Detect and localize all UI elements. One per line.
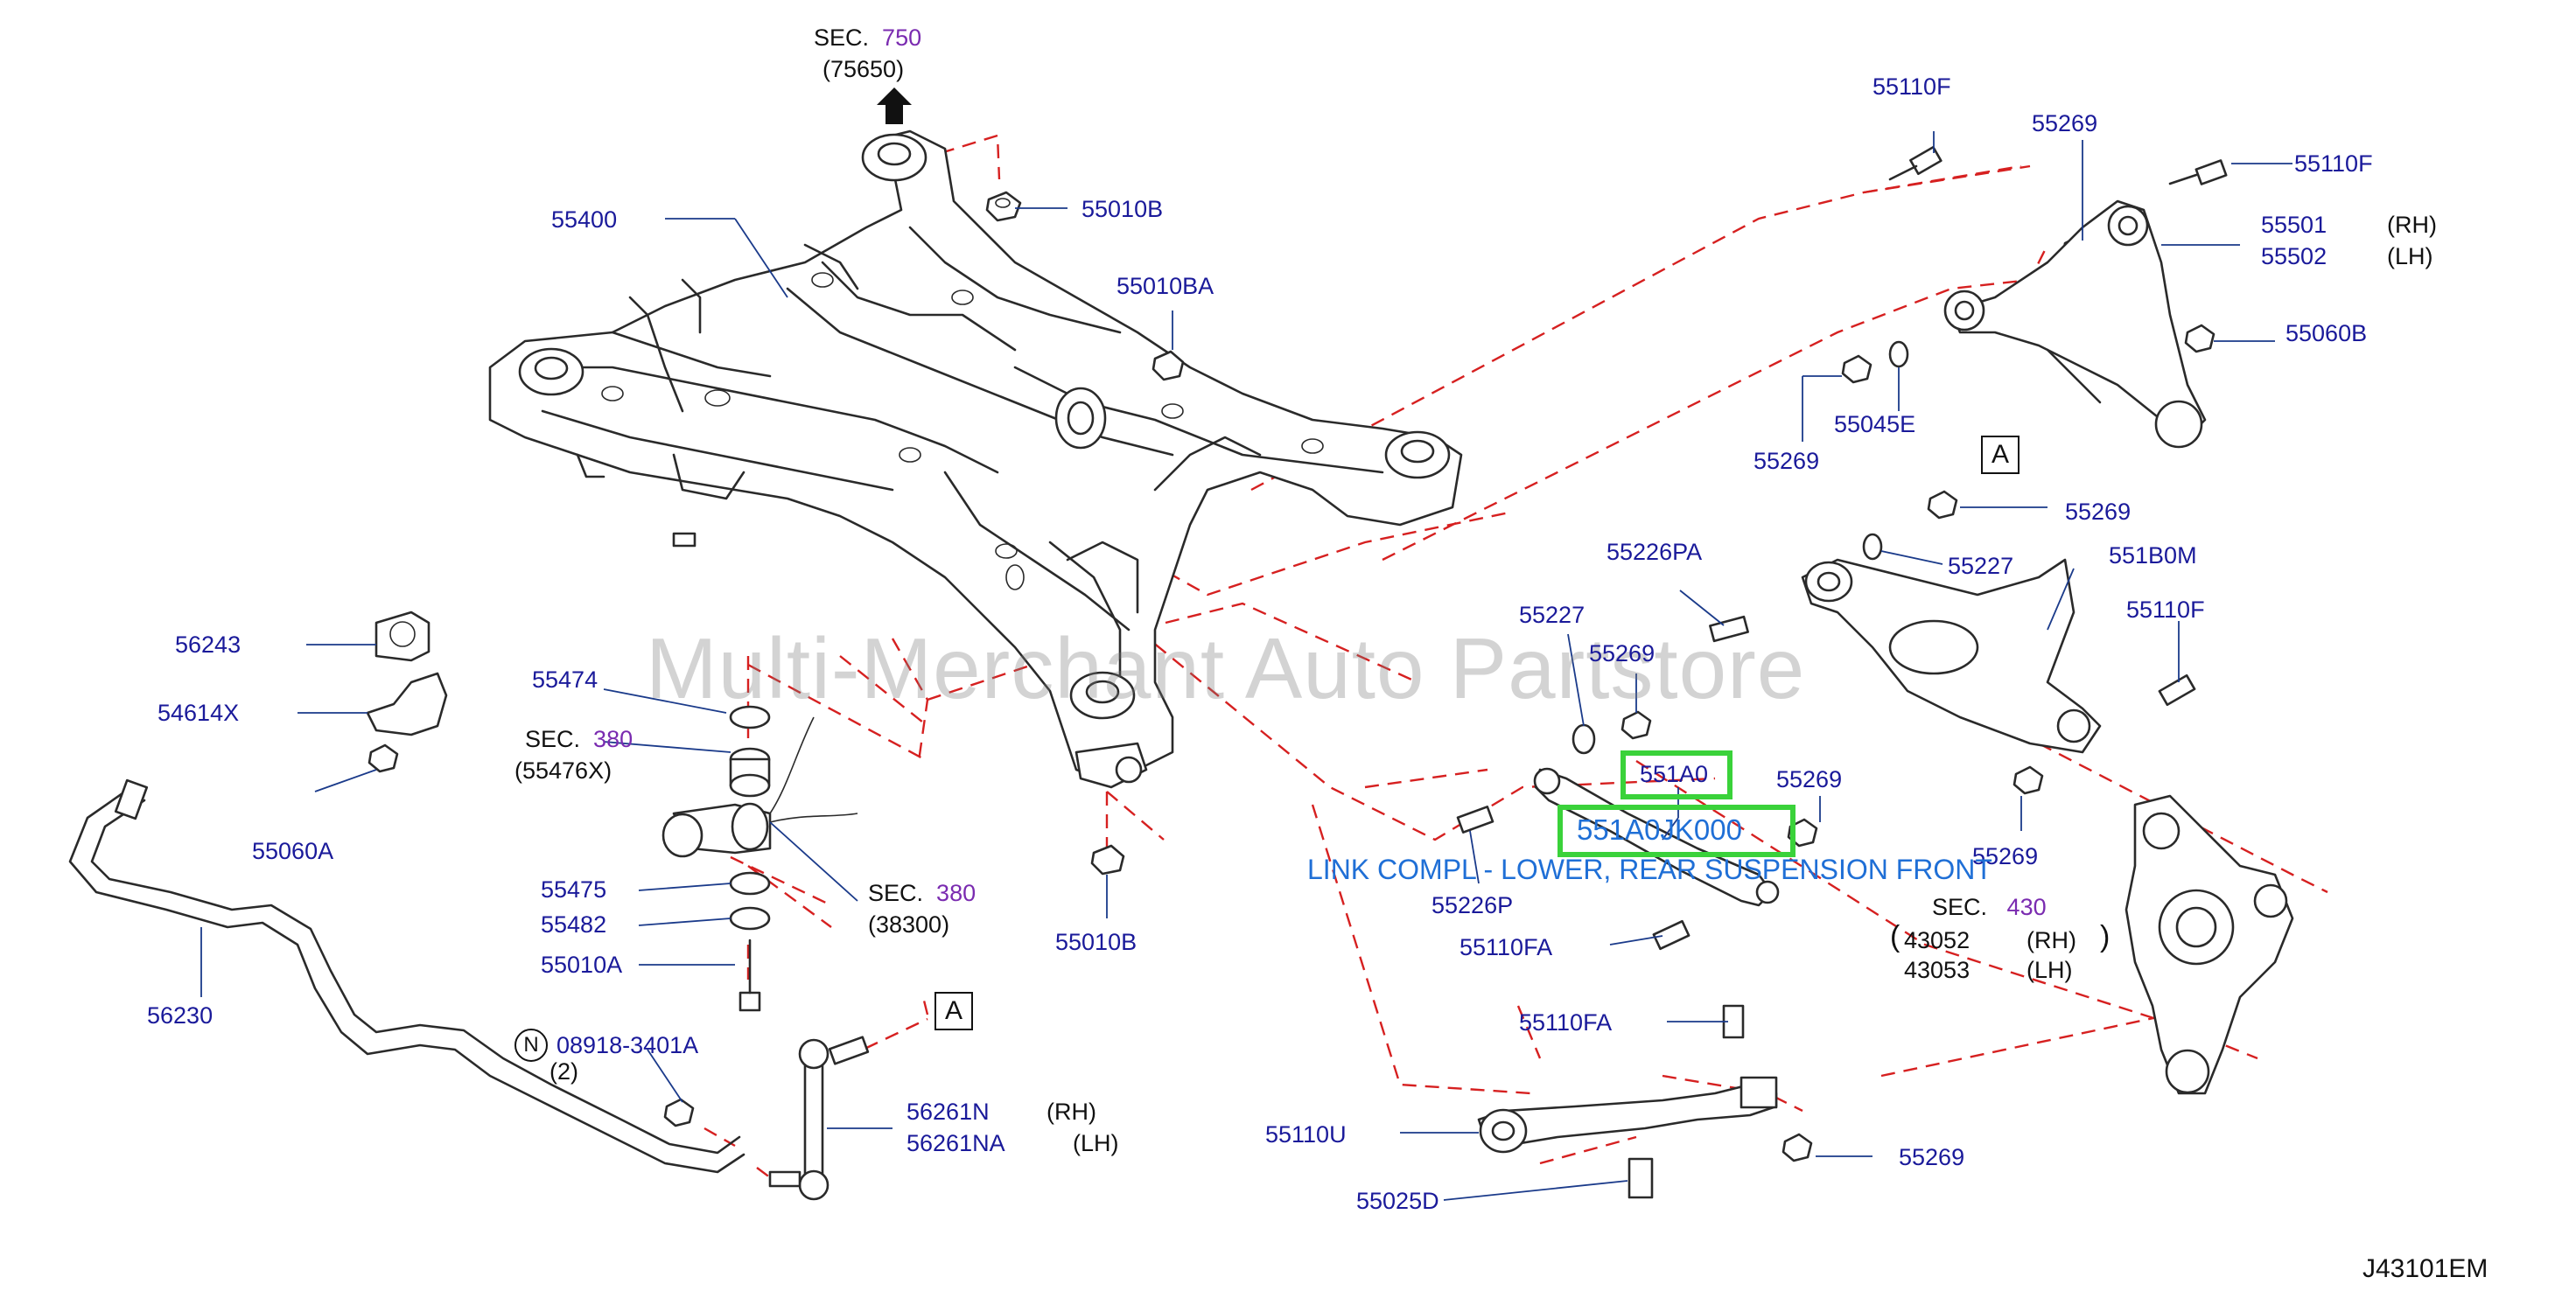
part-55269-link[interactable]: 55269 bbox=[1589, 640, 1656, 666]
sec-750-number: 750 bbox=[882, 24, 922, 51]
ref-box-a-right[interactable]: A bbox=[1981, 436, 2020, 474]
sec-750-prefix: SEC. bbox=[814, 24, 870, 51]
stabilizer-drawing bbox=[68, 611, 870, 1201]
highlight-box-full bbox=[1558, 805, 1796, 857]
part-54614x[interactable]: 54614X bbox=[158, 700, 240, 726]
part-55010ba[interactable]: 55010BA bbox=[1116, 273, 1214, 299]
part-55474[interactable]: 55474 bbox=[532, 666, 598, 693]
part-55502[interactable]: 55502 bbox=[2261, 243, 2328, 269]
sec-430-number: 430 bbox=[2006, 894, 2047, 920]
link-compl-drawing bbox=[1533, 767, 1780, 907]
part-55475[interactable]: 55475 bbox=[541, 876, 607, 903]
part-56230[interactable]: 56230 bbox=[147, 1002, 214, 1029]
part-55269-top[interactable]: 55269 bbox=[2032, 110, 2098, 136]
part-55269-right[interactable]: 55269 bbox=[2065, 499, 2132, 525]
part-55269-mid[interactable]: 55269 bbox=[1754, 448, 1820, 474]
side-rh-43052: (RH) bbox=[2026, 927, 2076, 953]
part-55060b[interactable]: 55060B bbox=[2286, 320, 2368, 346]
part-55482[interactable]: 55482 bbox=[541, 911, 607, 938]
sec-430-prefix: SEC. bbox=[1932, 894, 1988, 920]
part-551b0m[interactable]: 551B0M bbox=[2109, 542, 2197, 569]
part-55110fa-lower[interactable]: 55110FA bbox=[1519, 1009, 1613, 1036]
side-lh-43053: (LH) bbox=[2026, 957, 2073, 983]
brace-right: ) bbox=[2100, 920, 2110, 953]
part-551a0[interactable]: 551A0 bbox=[1640, 761, 1709, 787]
part-55501[interactable]: 55501 bbox=[2261, 212, 2328, 238]
lower-link-drawing bbox=[1477, 1076, 1778, 1154]
sec-380-sub-a: (55476X) bbox=[514, 757, 612, 784]
crossmember-drawing bbox=[488, 129, 1463, 789]
arrow-up-icon bbox=[877, 87, 912, 124]
sec-380b-number: 380 bbox=[936, 880, 976, 906]
part-56243[interactable]: 56243 bbox=[175, 632, 242, 658]
side-rh-56261n: (RH) bbox=[1046, 1099, 1096, 1125]
part-43052[interactable]: 43052 bbox=[1904, 927, 1970, 953]
highlight-box-short bbox=[1620, 750, 1732, 799]
part-551a0jk000[interactable]: 551A0JK000 bbox=[1577, 813, 1742, 846]
leader-lines bbox=[200, 131, 2292, 1201]
part-08918-3401a[interactable]: 08918-3401A bbox=[556, 1032, 699, 1058]
side-lh-55502: (LH) bbox=[2387, 243, 2433, 269]
part-55227-left[interactable]: 55227 bbox=[1519, 602, 1586, 628]
part-55269-bottom[interactable]: 55269 bbox=[1899, 1144, 1965, 1170]
part-55227-right[interactable]: 55227 bbox=[1948, 553, 2014, 579]
side-rh-55501: (RH) bbox=[2387, 212, 2437, 238]
fastener-drawings bbox=[368, 145, 2228, 1199]
part-55110f-right[interactable]: 55110F bbox=[2294, 150, 2373, 177]
sec-380b-prefix: SEC. bbox=[868, 880, 924, 906]
sec-380-sub-b: (38300) bbox=[868, 911, 950, 938]
side-lh-56261na: (LH) bbox=[1073, 1130, 1119, 1156]
diagram-code: J43101EM bbox=[2362, 1254, 2488, 1283]
note-n-symbol: N bbox=[514, 1029, 548, 1062]
part-55045e[interactable]: 55045E bbox=[1834, 411, 1916, 437]
part-55060a[interactable]: 55060A bbox=[252, 838, 334, 864]
sec-750-sub: (75650) bbox=[822, 56, 905, 82]
sec-380a-number: 380 bbox=[593, 726, 634, 752]
part-55010b-top[interactable]: 55010B bbox=[1082, 196, 1164, 222]
brace-left: ( bbox=[1890, 920, 1900, 953]
part-55010b-bottom[interactable]: 55010B bbox=[1055, 929, 1138, 955]
sec-380a-prefix: SEC. bbox=[525, 726, 581, 752]
part-55400[interactable]: 55400 bbox=[551, 206, 618, 233]
part-55010a[interactable]: 55010A bbox=[541, 952, 623, 978]
knuckle-drawing bbox=[2124, 794, 2294, 1095]
part-55025d[interactable]: 55025D bbox=[1356, 1188, 1439, 1214]
sec-750-ref[interactable]: SEC. 750 bbox=[814, 24, 921, 51]
part-55269-link-end[interactable]: 55269 bbox=[1776, 766, 1843, 792]
part-56261n[interactable]: 56261N bbox=[906, 1099, 990, 1125]
sec-430-ref[interactable]: SEC. 430 bbox=[1932, 894, 2047, 920]
part-55269-arm[interactable]: 55269 bbox=[1972, 843, 2039, 869]
part-55226pa[interactable]: 55226PA bbox=[1606, 539, 1703, 565]
part-55226p[interactable]: 55226P bbox=[1432, 892, 1514, 918]
ref-box-a-left[interactable]: A bbox=[934, 992, 973, 1030]
part-08918-qty: (2) bbox=[550, 1058, 578, 1085]
part-55110f-top[interactable]: 55110F bbox=[1872, 73, 1951, 100]
highlight-description: LINK COMPL - LOWER, REAR SUSPENSION FRON… bbox=[1307, 854, 1992, 885]
part-55110u[interactable]: 55110U bbox=[1265, 1121, 1347, 1148]
sec-380-ref-a[interactable]: SEC. 380 bbox=[525, 726, 633, 752]
part-55110f-lower[interactable]: 55110F bbox=[2126, 597, 2205, 623]
watermark: Multi-Merchant Auto Partstore bbox=[646, 620, 1806, 716]
sec-380-ref-b[interactable]: SEC. 380 bbox=[868, 880, 976, 906]
part-55110fa-upper[interactable]: 55110FA bbox=[1460, 934, 1553, 960]
lower-arm-drawing bbox=[1801, 558, 2102, 754]
part-56261na[interactable]: 56261NA bbox=[906, 1130, 1005, 1156]
part-43053[interactable]: 43053 bbox=[1904, 957, 1970, 983]
upper-arm-drawing bbox=[1943, 199, 2207, 449]
